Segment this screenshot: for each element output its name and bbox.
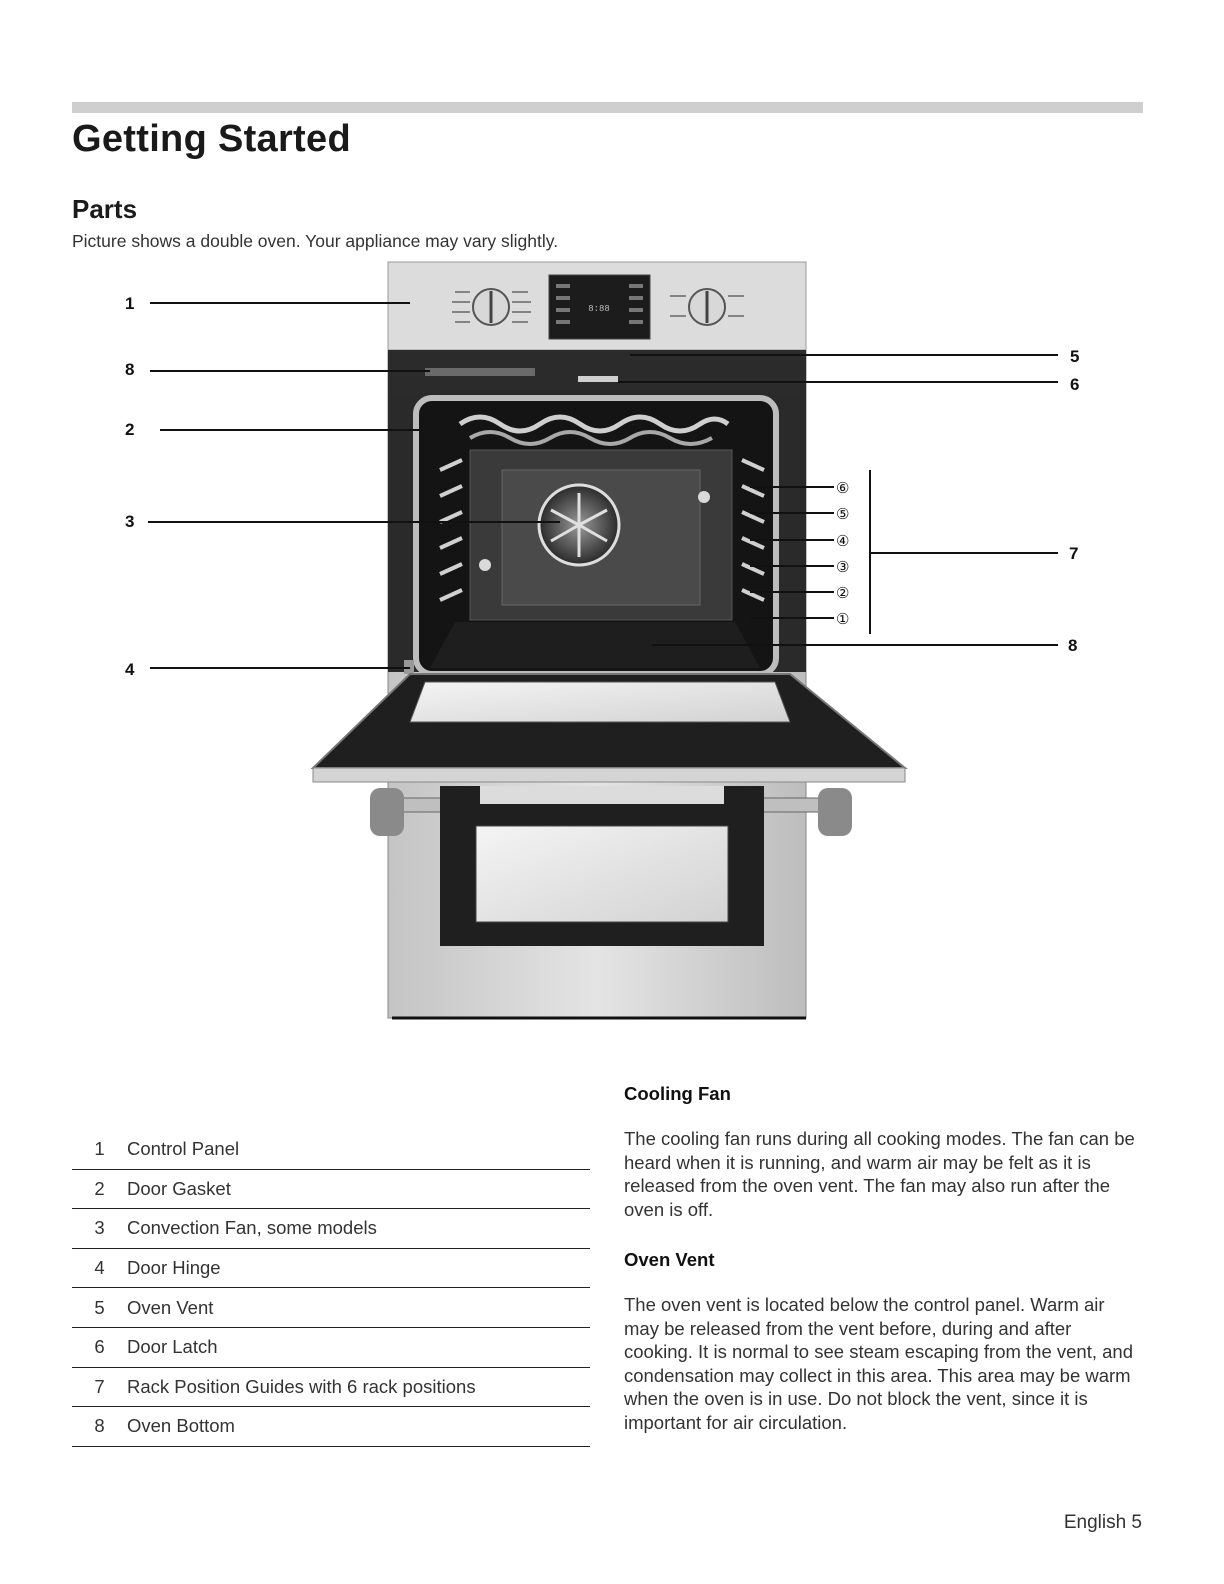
rack-guides-left [439, 458, 463, 602]
callout-5: 5 [1070, 347, 1079, 366]
part-label: Oven Vent [127, 1287, 590, 1328]
rack-position-3: ③ [836, 559, 849, 576]
callout-4: 4 [125, 660, 135, 679]
part-number: 6 [72, 1327, 127, 1368]
vent-slot-left [425, 368, 535, 376]
oven-light-right [698, 491, 710, 503]
table-row: 2 Door Gasket [72, 1169, 590, 1210]
oven-floor [430, 622, 760, 668]
cooling-fan-heading: Cooling Fan [624, 1083, 731, 1104]
lower-oven-window [475, 825, 729, 923]
table-row: 4 Door Hinge [72, 1248, 590, 1289]
rack-position-2: ② [836, 585, 849, 602]
part-label: Rack Position Guides with 6 rack positio… [127, 1367, 590, 1408]
display-readout: 8:88 [588, 304, 610, 314]
left-knob-ticks [452, 291, 531, 323]
callout-6: 6 [1070, 375, 1079, 394]
table-row: 5 Oven Vent [72, 1287, 590, 1328]
fan-blades [550, 493, 608, 557]
rack-position-1: ① [836, 611, 849, 628]
door-glass [409, 681, 791, 723]
table-row: 6 Door Latch [72, 1327, 590, 1368]
broil-element [458, 414, 730, 434]
table-row: 3 Convection Fan, some models [72, 1208, 590, 1249]
rack-leaders [750, 486, 834, 619]
oven-light-left [479, 559, 491, 571]
rack-position-4: ④ [836, 533, 849, 550]
part-number: 3 [72, 1208, 127, 1249]
oven-vent-body: The oven vent is located below the contr… [624, 1294, 1134, 1433]
parts-table: 1 Control Panel 2 Door Gasket 3 Convecti… [72, 1130, 590, 1447]
part-label: Door Gasket [127, 1169, 590, 1210]
handle-post-left [370, 788, 404, 836]
oven-vent-heading: Oven Vent [624, 1249, 715, 1270]
rack-guides-right [741, 458, 765, 602]
page-title: Getting Started [72, 118, 351, 160]
table-row: 8 Oven Bottom [72, 1406, 590, 1447]
callout-3: 3 [125, 512, 134, 531]
table-row: 7 Rack Position Guides with 6 rack posit… [72, 1367, 590, 1408]
part-number: 4 [72, 1248, 127, 1289]
callout-1: 1 [125, 294, 134, 313]
broil-element-inner [468, 430, 713, 446]
part-label: Door Latch [127, 1327, 590, 1368]
rack-position-6: ⑥ [836, 480, 849, 497]
oven-diagram: 8:88 [125, 261, 1079, 1020]
display-buttons [556, 284, 643, 324]
callout-leaders [148, 302, 1058, 669]
part-number: 7 [72, 1367, 127, 1408]
table-row: 1 Control Panel [72, 1130, 590, 1170]
part-number: 1 [72, 1130, 127, 1170]
page-footer: English 5 [1063, 1512, 1142, 1533]
door-latch [578, 376, 618, 382]
door-edge [312, 767, 906, 783]
section-title-parts: Parts [72, 194, 138, 224]
intro-text: Picture shows a double oven. Your applia… [72, 231, 559, 251]
callout-2: 2 [125, 420, 134, 439]
part-label: Convection Fan, some models [127, 1208, 590, 1249]
callout-8-bottom: 8 [1068, 636, 1077, 655]
part-label: Control Panel [127, 1130, 590, 1170]
part-label: Door Hinge [127, 1248, 590, 1289]
lower-oven-trim [480, 786, 724, 804]
part-label: Oven Bottom [127, 1406, 590, 1447]
callout-7: 7 [1069, 544, 1078, 563]
cooling-fan-section: Cooling Fan The cooling fan runs during … [624, 1083, 1144, 1221]
rack-position-5: ⑤ [836, 506, 849, 523]
part-number: 2 [72, 1169, 127, 1210]
header-rule [72, 102, 1143, 113]
part-number: 5 [72, 1287, 127, 1328]
right-knob-ticks [670, 295, 744, 317]
oven-vent-section: Oven Vent The oven vent is located below… [624, 1249, 1144, 1434]
cooling-fan-body: The cooling fan runs during all cooking … [624, 1128, 1135, 1220]
callout-8-top: 8 [125, 360, 134, 379]
part-number: 8 [72, 1406, 127, 1447]
handle-post-right [818, 788, 852, 836]
